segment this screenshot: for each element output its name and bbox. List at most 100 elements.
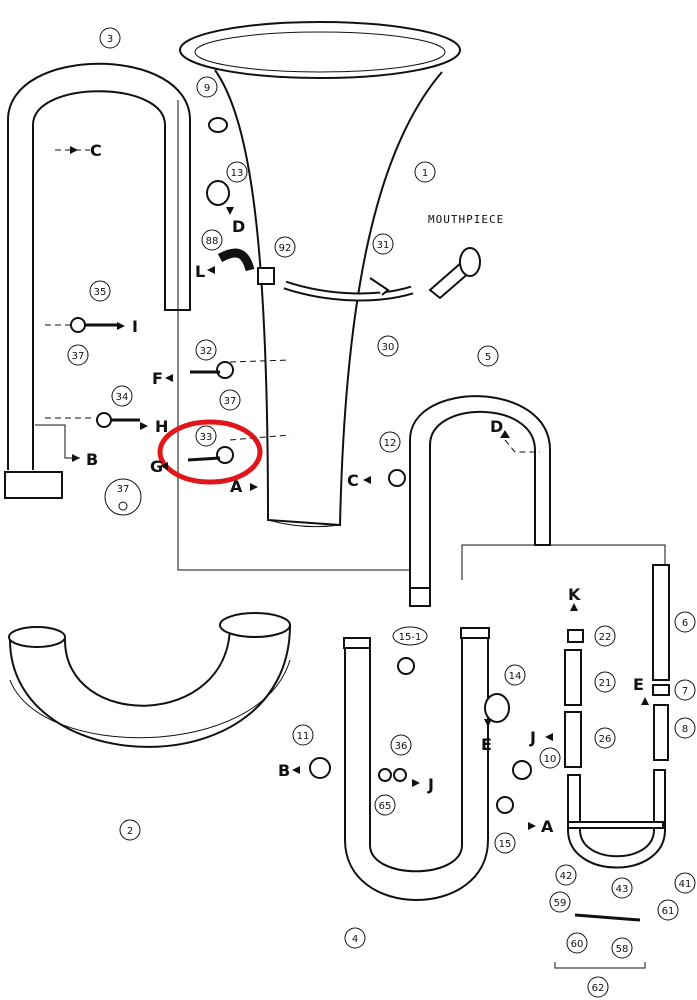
svg-text:6: 6 (682, 618, 688, 629)
callout-26[interactable]: 26 (594, 727, 616, 749)
svg-text:32: 32 (200, 346, 213, 357)
callout-65[interactable]: 65 (374, 794, 396, 816)
mouthpiece-label: MOUTHPIECE (428, 213, 504, 226)
callout-3[interactable]: 3 (99, 27, 121, 49)
callout-12[interactable]: 12 (379, 431, 401, 453)
letter-h: H (155, 417, 168, 436)
highlight-ring (157, 419, 263, 485)
callout-1[interactable]: 1 (414, 161, 436, 183)
letter-a-upper: A (230, 477, 243, 496)
callout-88[interactable]: 88 (201, 229, 223, 251)
svg-text:15-1: 15-1 (399, 632, 422, 643)
callout-59[interactable]: 59 (549, 891, 571, 913)
letter-e-lower: E (481, 735, 492, 754)
right-small-parts (564, 564, 670, 869)
bow-2 (8, 612, 292, 748)
svg-text:1: 1 (422, 168, 428, 179)
callout-32[interactable]: 32 (195, 339, 217, 361)
callout-15[interactable]: 15 (494, 832, 516, 854)
callout-11[interactable]: 11 (292, 724, 314, 746)
callout-7[interactable]: 7 (674, 679, 696, 701)
svg-text:31: 31 (377, 240, 390, 251)
callout-group: 1 2 3 4 5 6 7 8 9 10 11 12 13 14 15 15-1… (67, 27, 696, 998)
svg-text:11: 11 (297, 731, 310, 742)
letter-d-upper: D (232, 217, 245, 236)
svg-text:14: 14 (509, 671, 522, 682)
tube-3 (4, 62, 191, 499)
letter-c-upper: C (90, 141, 102, 160)
svg-text:43: 43 (616, 884, 629, 895)
svg-text:88: 88 (206, 236, 219, 247)
svg-text:10: 10 (544, 754, 557, 765)
svg-text:4: 4 (352, 934, 358, 945)
callout-58[interactable]: 58 (611, 937, 633, 959)
svg-text:62: 62 (592, 983, 605, 994)
svg-text:30: 30 (382, 342, 395, 353)
callout-6[interactable]: 6 (674, 611, 696, 633)
callout-43[interactable]: 43 (611, 877, 633, 899)
arrows (70, 146, 649, 830)
callout-34[interactable]: 34 (111, 385, 133, 407)
svg-text:92: 92 (279, 243, 292, 254)
svg-text:61: 61 (662, 906, 675, 917)
callout-9[interactable]: 9 (196, 76, 218, 98)
callout-31[interactable]: 31 (372, 233, 394, 255)
svg-text:9: 9 (204, 83, 210, 94)
letter-b-lower: B (278, 761, 290, 780)
callout-61[interactable]: 61 (657, 899, 679, 921)
callout-30[interactable]: 30 (377, 335, 399, 357)
letter-g: G (150, 457, 163, 476)
svg-text:26: 26 (599, 734, 612, 745)
letter-k: K (568, 585, 581, 604)
callout-13[interactable]: 13 (226, 161, 248, 183)
svg-text:2: 2 (127, 826, 133, 837)
callout-10[interactable]: 10 (539, 747, 561, 769)
svg-text:22: 22 (599, 632, 612, 643)
tube-5 (409, 395, 551, 607)
callout-41[interactable]: 41 (674, 872, 696, 894)
guide-lines (35, 100, 666, 580)
callout-36[interactable]: 36 (390, 734, 412, 756)
svg-text:36: 36 (395, 741, 408, 752)
callout-8[interactable]: 8 (674, 717, 696, 739)
letter-l: L (195, 262, 205, 281)
letter-i: I (132, 317, 138, 336)
callout-37-b[interactable]: 37 (219, 389, 241, 411)
callout-14[interactable]: 14 (504, 664, 526, 686)
callout-92[interactable]: 92 (274, 236, 296, 258)
svg-text:35: 35 (94, 287, 107, 298)
svg-text:37: 37 (224, 396, 237, 407)
svg-text:8: 8 (682, 724, 688, 735)
svg-text:42: 42 (560, 871, 573, 882)
letter-f: F (152, 369, 163, 388)
svg-text:60: 60 (571, 939, 584, 950)
letter-j-right: J (529, 728, 536, 747)
letter-j-lower: J (427, 775, 434, 794)
svg-text:34: 34 (116, 392, 129, 403)
callout-21[interactable]: 21 (594, 671, 616, 693)
callout-62[interactable]: 62 (587, 976, 609, 998)
callout-60[interactable]: 60 (566, 932, 588, 954)
bracket-62 (554, 962, 646, 969)
callout-33[interactable]: 33 (195, 425, 217, 447)
connection-letters: C D L I F H B G A C D K E J J B E A (86, 141, 644, 836)
svg-text:58: 58 (616, 944, 629, 955)
svg-text:15: 15 (499, 839, 512, 850)
svg-text:41: 41 (679, 879, 692, 890)
callout-37-a[interactable]: 37 (67, 344, 89, 366)
callout-22[interactable]: 22 (594, 625, 616, 647)
letter-e-right: E (633, 675, 644, 694)
leadpipe-30 (283, 247, 481, 302)
callout-42[interactable]: 42 (555, 864, 577, 886)
svg-text:59: 59 (554, 898, 567, 909)
callout-15-1[interactable]: 15-1 (392, 626, 428, 646)
callout-5[interactable]: 5 (477, 345, 499, 367)
letter-c-right: C (347, 471, 359, 490)
svg-text:12: 12 (384, 438, 397, 449)
callout-4[interactable]: 4 (344, 927, 366, 949)
letter-d-right: D (490, 417, 503, 436)
callout-35[interactable]: 35 (89, 280, 111, 302)
svg-text:13: 13 (231, 168, 244, 179)
callout-37-c[interactable]: 37 (104, 478, 142, 516)
callout-2[interactable]: 2 (119, 819, 141, 841)
